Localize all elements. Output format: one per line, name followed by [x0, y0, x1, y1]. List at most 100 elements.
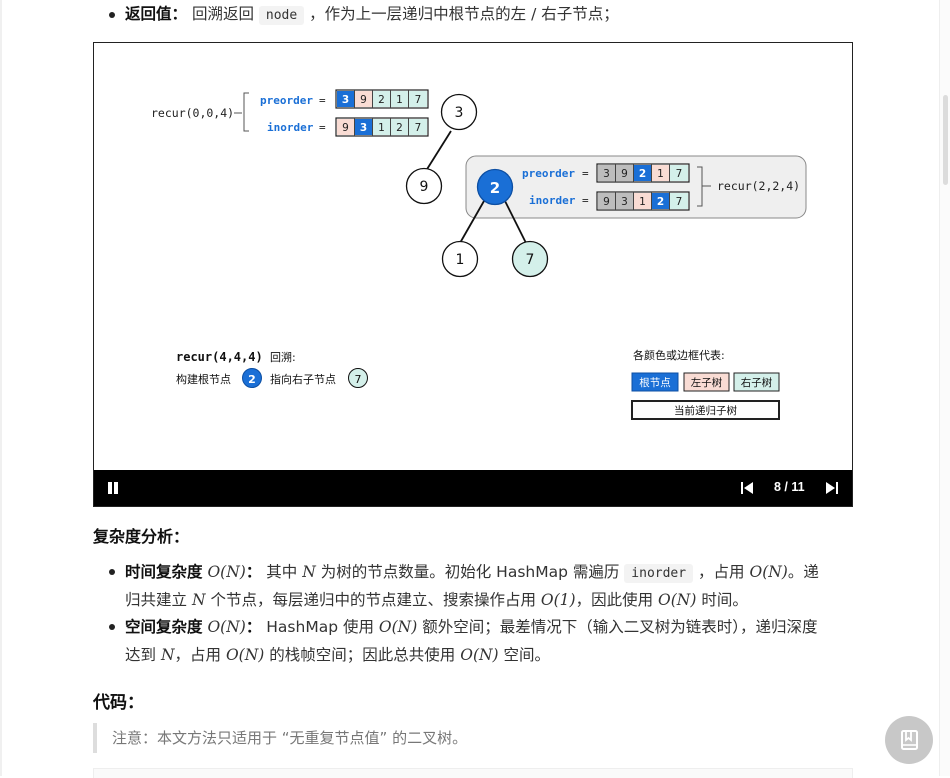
array-cell-text: 1: [639, 196, 646, 208]
tree-edge: [504, 200, 527, 244]
bullet-dot: [109, 569, 115, 575]
time-colon: ：: [245, 563, 262, 581]
array-cell-text: 9: [621, 168, 628, 180]
legend-right-swatch: [733, 372, 780, 392]
array-cell: [355, 119, 372, 135]
array-cell: [337, 91, 354, 107]
array-cell: [652, 193, 669, 209]
time-text: ，因此使用: [575, 591, 654, 609]
array-cell: [670, 165, 688, 181]
sub-preorder-eq: =: [582, 167, 589, 180]
slide-counter: 8 / 11: [774, 480, 805, 494]
bookmark-icon: [901, 730, 918, 750]
space-math: O(N): [207, 618, 246, 636]
math-o-n: O(N): [378, 618, 418, 636]
return-value-text-post: ，作为上一层递归中根节点的左 / 右子节点；: [309, 5, 619, 23]
top-inorder-array: 9 3 1 2 7: [335, 117, 429, 137]
animation-player: recur(0,0,4) preorder = inorder = 3 9 2 …: [93, 42, 853, 507]
array-cell-text: 1: [396, 94, 403, 106]
array-cell-text: 1: [657, 168, 664, 180]
return-value-line: 返回值： 回溯返回 node ，作为上一层递归中根节点的左 / 右子节点；: [125, 0, 619, 30]
top-inorder-label: inorder: [267, 121, 314, 134]
sub-inorder-eq: =: [582, 194, 589, 207]
tree-node-root: [440, 93, 478, 131]
time-text: 为树的节点数量。初始化 HashMap 需遍历: [320, 563, 620, 581]
time-text: 个节点，每层递归中的节点建立、搜索操作占用: [210, 591, 536, 609]
math-n: N: [160, 646, 175, 664]
inorder-code: inorder: [624, 564, 694, 583]
top-call-label: recur(0,0,4): [151, 106, 234, 120]
array-cell: [355, 91, 372, 107]
legend-root-swatch: [631, 372, 679, 392]
space-text: 的栈帧空间；因此总共使用: [269, 646, 456, 664]
array-cell: [337, 119, 354, 135]
space-text: HashMap 使用: [266, 618, 374, 636]
array-cell: [373, 119, 427, 135]
pause-icon[interactable]: [107, 482, 119, 494]
step-call: recur(4,4,4): [176, 350, 263, 364]
array-cell-text: 7: [415, 94, 422, 106]
note-blockquote: 注意：本文方法只适用于 “无重复节点值” 的二叉树。: [93, 723, 853, 753]
page-scrollbar[interactable]: [939, 0, 950, 776]
tree-node-sub-root-value: 2: [490, 179, 500, 197]
array-cell: [652, 165, 669, 181]
complexity-heading: 复杂度分析：: [93, 527, 190, 546]
return-value-text-pre: 回溯返回: [191, 5, 254, 23]
top-preorder-array: 3 9 2 1 7: [335, 89, 429, 109]
bookmark-button[interactable]: [885, 716, 933, 764]
sub-call-label: recur(2,2,4): [717, 179, 800, 193]
current-subtree-box: [465, 155, 807, 219]
tree-node-root-value: 3: [455, 105, 464, 121]
tree-node-sub-left-value: 1: [456, 252, 465, 268]
legend-current-label: 当前递归子树: [674, 404, 737, 417]
space-text: 空间。: [503, 646, 551, 664]
legend-title: 各颜色或边框代表:: [633, 348, 725, 362]
bullet-dot: [109, 624, 115, 630]
array-cell-text: 3: [603, 168, 610, 180]
time-line-2: 归共建立 N 个节点，每层递归中的节点建立、搜索操作占用 O(1)，因此使用 O…: [125, 586, 748, 614]
scrollbar-thumb[interactable]: [943, 95, 948, 185]
build-root-badge: [242, 368, 262, 388]
array-cell: [373, 91, 427, 107]
array-cell-text: 2: [396, 122, 403, 134]
skip-previous-icon[interactable]: [740, 482, 754, 494]
time-line-1: 时间复杂度 O(N)： 其中 N 为树的节点数量。初始化 HashMap 需遍历…: [125, 558, 819, 588]
array-cell-text: 2: [378, 94, 385, 106]
top-inorder-eq: =: [319, 121, 326, 134]
space-line-2: 达到 N，占用 O(N) 的栈帧空间；因此总共使用 O(N) 空间。: [125, 641, 550, 669]
return-value-label: 返回值：: [125, 5, 188, 23]
tree-edge: [459, 200, 485, 244]
array-cell-text: 7: [415, 122, 422, 134]
code-heading: 代码：: [93, 693, 144, 713]
space-line-1: 空间复杂度 O(N)： HashMap 使用 O(N) 额外空间；最差情况下（输…: [125, 613, 818, 641]
skip-next-icon[interactable]: [825, 482, 839, 494]
legend-root-label: 根节点: [639, 376, 671, 389]
array-cell-text: 9: [603, 196, 610, 208]
sub-inorder-label: inorder: [529, 194, 576, 207]
space-text: 达到: [125, 646, 157, 664]
space-text: 额外空间；最差情况下（输入二叉树为链表时），递归深度: [422, 618, 818, 636]
array-cell-text: 3: [342, 94, 349, 106]
legend-current-swatch: [631, 400, 780, 420]
code-block: [93, 768, 853, 778]
math-o-1: O(1): [540, 591, 576, 609]
array-cell: [670, 193, 688, 209]
math-o-n: O(N): [749, 563, 788, 581]
tree-node-left-value: 9: [420, 179, 429, 195]
array-cell-text: 2: [657, 196, 664, 208]
time-math: O(N): [207, 563, 246, 581]
space-colon: ：: [245, 618, 262, 636]
top-call-brace: [234, 92, 249, 132]
time-text: 归共建立: [125, 591, 188, 609]
step-action: 回溯:: [270, 351, 296, 364]
time-text: 其中: [266, 563, 298, 581]
point-right-label: 指向右子节点: [270, 372, 336, 386]
array-cell-text: 1: [378, 122, 385, 134]
math-o-n: O(N): [658, 591, 697, 609]
build-root-value: 2: [248, 373, 256, 386]
math-o-n: O(N): [460, 646, 499, 664]
space-text: ，占用: [174, 646, 222, 664]
space-label: 空间复杂度: [125, 618, 203, 636]
recursion-diagram: recur(0,0,4) preorder = inorder = 3 9 2 …: [151, 89, 807, 420]
time-label: 时间复杂度: [125, 563, 203, 581]
